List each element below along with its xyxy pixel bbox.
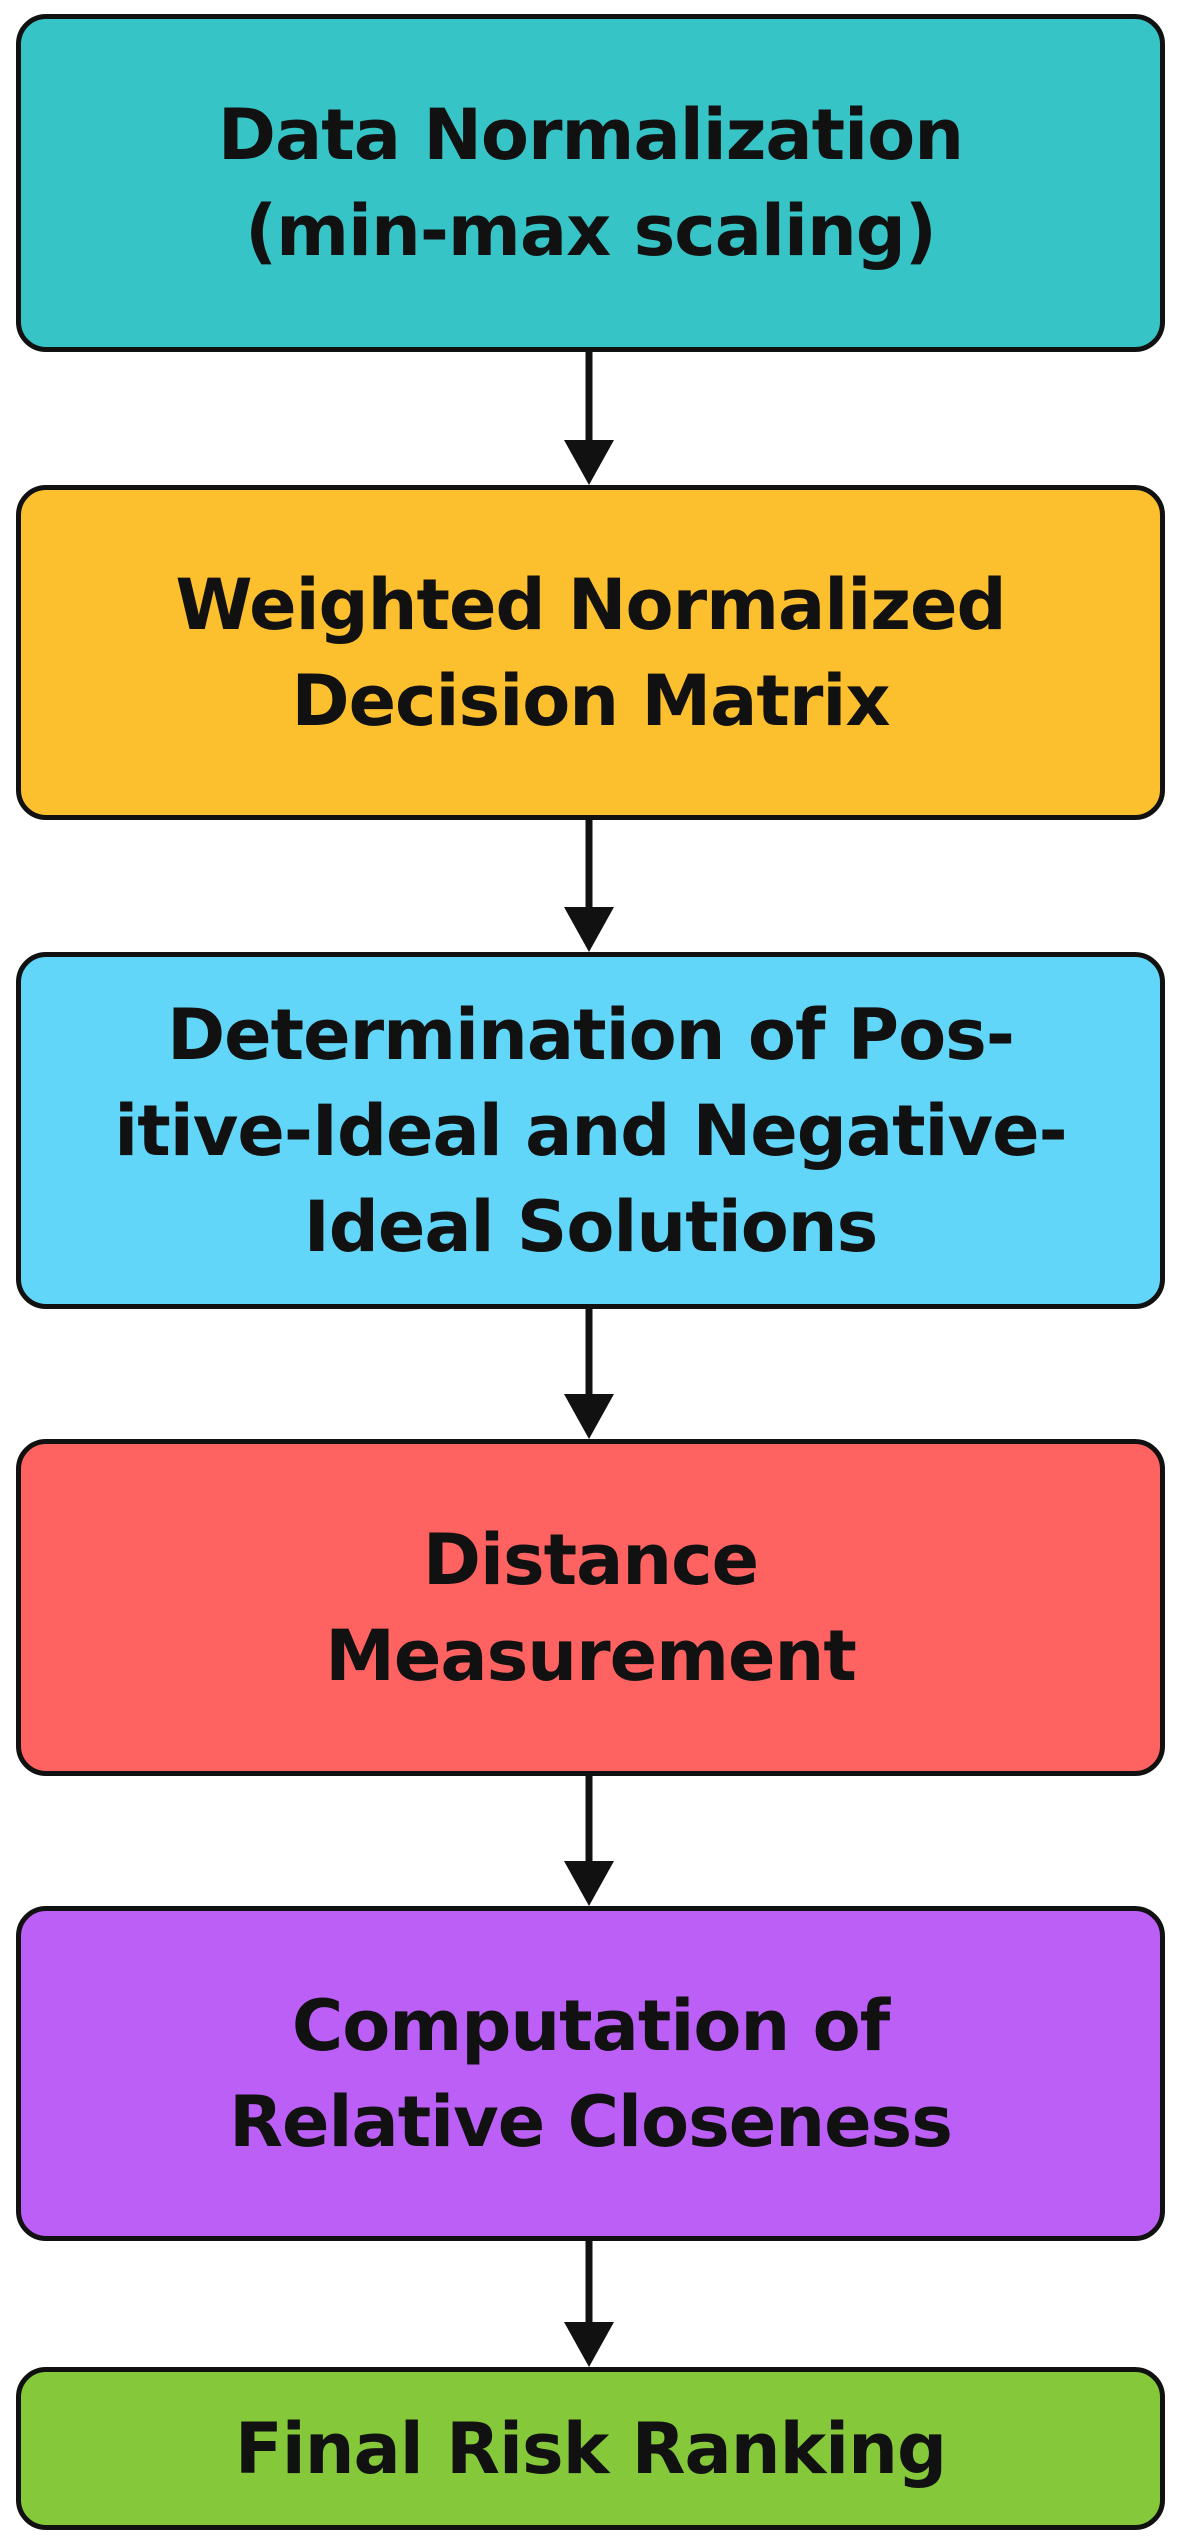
step-label: Distance Measurement: [325, 1518, 857, 1697]
step-label: Determination of Pos- itive-Ideal and Ne…: [114, 993, 1067, 1268]
step-label: Data Normalization (min-max scaling): [217, 94, 964, 272]
arrow-down-icon: [554, 352, 624, 485]
arrow-down-icon: [554, 820, 624, 952]
step-label: Final Risk Ranking: [234, 2407, 947, 2490]
step-weighted-normalized-decision-matrix: Weighted Normalized Decision Matrix: [16, 485, 1165, 820]
arrow-down-icon: [554, 2241, 624, 2367]
step-ideal-solutions: Determination of Pos- itive-Ideal and Ne…: [16, 952, 1165, 1309]
arrow-down-icon: [554, 1776, 624, 1906]
step-relative-closeness: Computation of Relative Closeness: [16, 1906, 1165, 2241]
arrow-down-icon: [554, 1309, 624, 1439]
step-distance-measurement: Distance Measurement: [16, 1439, 1165, 1776]
step-label: Weighted Normalized Decision Matrix: [175, 563, 1006, 742]
step-final-risk-ranking: Final Risk Ranking: [16, 2367, 1165, 2530]
step-label: Computation of Relative Closeness: [229, 1984, 953, 2163]
step-data-normalization: Data Normalization (min-max scaling): [16, 14, 1165, 352]
